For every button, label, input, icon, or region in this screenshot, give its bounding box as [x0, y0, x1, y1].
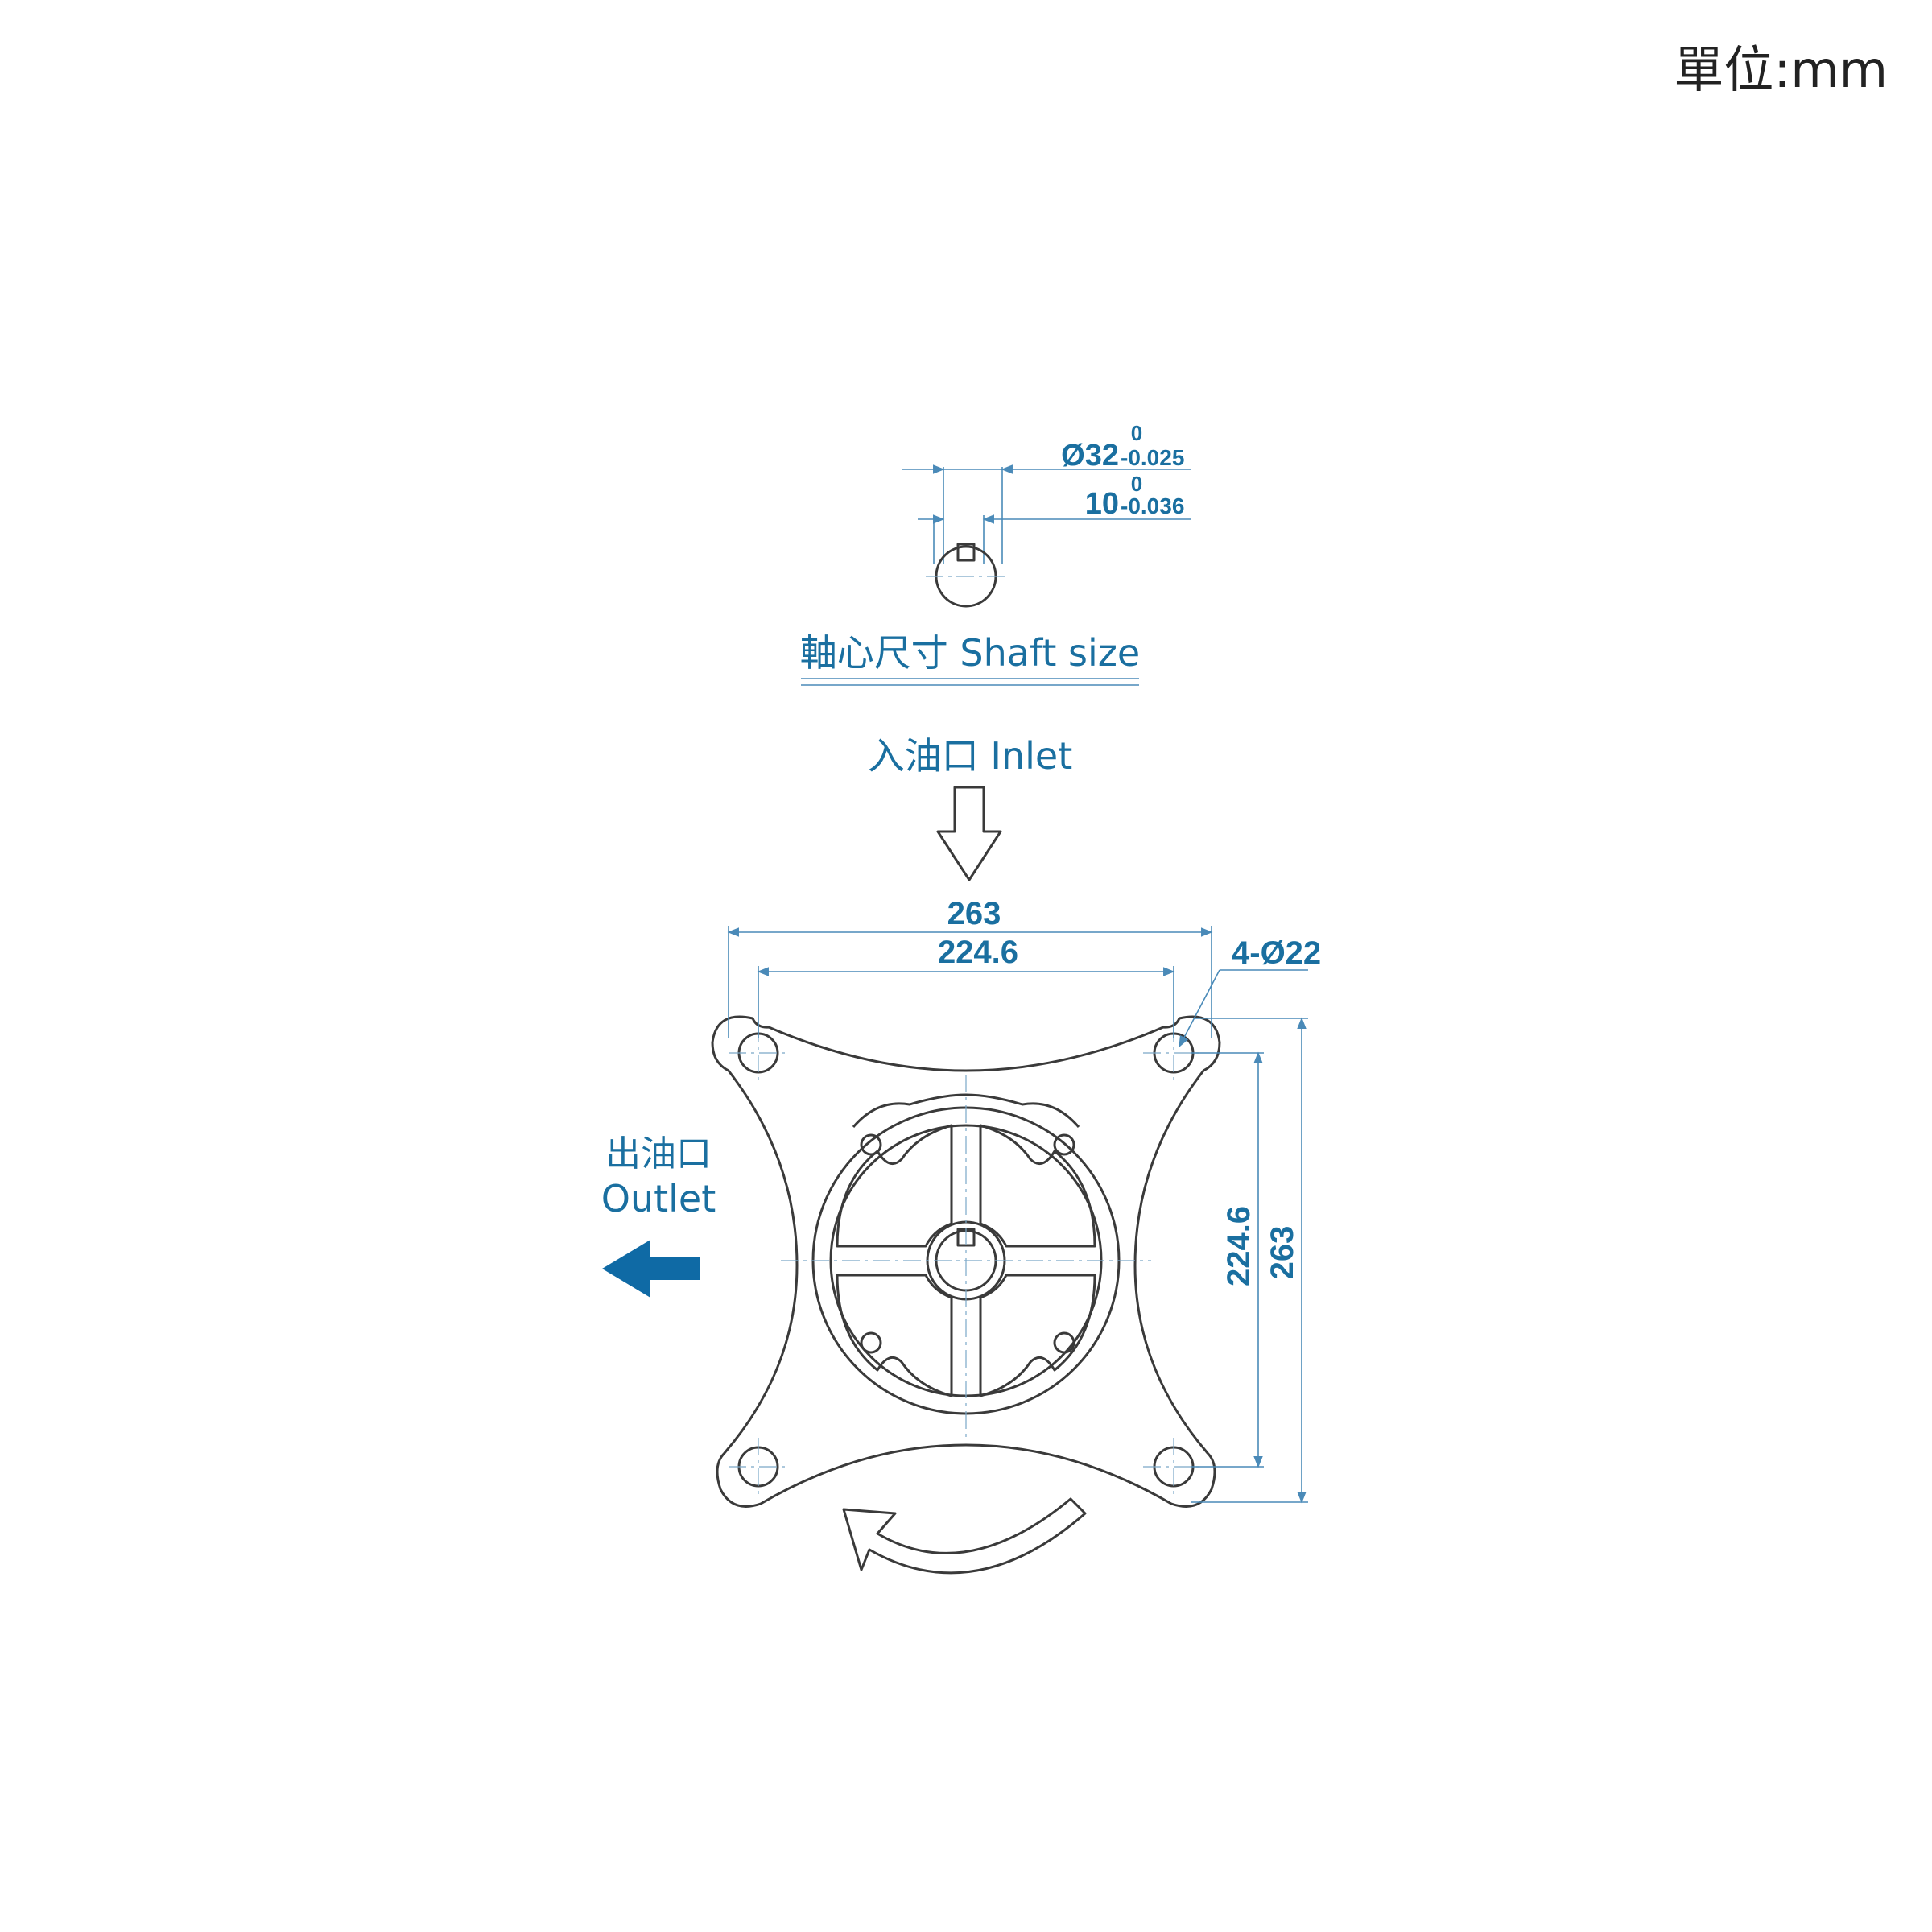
flange-outline	[711, 1015, 1221, 1508]
arrow-down-outline-icon	[936, 786, 1002, 881]
pocket-top-left	[836, 1124, 953, 1248]
inlet-label: 入油口 Inlet	[868, 734, 1072, 778]
bolt-hole-tl	[860, 1133, 882, 1156]
shaft-caption: 軸心尺寸 Shaft size	[800, 631, 1140, 675]
shaft-key	[956, 543, 976, 562]
pocket-bottom-left	[836, 1274, 953, 1397]
dim-2246-horizontal: 224.6	[938, 935, 1018, 970]
pocket-bottom-right	[979, 1274, 1096, 1397]
shaft-diameter-text: Ø32	[1061, 439, 1119, 473]
dim-263-horizontal: 263	[947, 896, 1001, 931]
outlet-label-zh: 出油口	[605, 1133, 712, 1174]
shaft-detail: Ø32 0 -0.025 10 0 -0.036 軸心尺寸 Shaft size	[800, 421, 1191, 686]
pocket-top-right	[979, 1124, 1096, 1248]
vertical-dimensions: 224.6 263	[1191, 1017, 1308, 1504]
dim-2246-vertical: 224.6	[1221, 1206, 1257, 1286]
key-width-lower: -0.036	[1121, 493, 1184, 518]
key-width-upper: 0	[1131, 472, 1142, 496]
shaft-diameter-lower: -0.025	[1121, 445, 1184, 470]
bolt-hole-tr	[1053, 1133, 1075, 1156]
dim-263-vertical: 263	[1265, 1226, 1300, 1280]
shaft-diameter-upper: 0	[1131, 421, 1142, 445]
flange-view	[711, 1015, 1221, 1508]
unit-label: 單位:mm	[1674, 40, 1888, 99]
horizontal-dimensions: 263 224.6 4-Ø22	[727, 896, 1321, 1048]
key-width-text: 10	[1085, 487, 1119, 521]
curved-arrow-icon	[842, 1497, 1087, 1575]
outlet-label-en: Outlet	[601, 1177, 716, 1220]
arrow-left-solid-icon	[602, 1240, 700, 1298]
bolt-hole-br	[1053, 1331, 1075, 1354]
bolt-hole-bl	[860, 1331, 882, 1354]
housing-top-lug	[852, 1093, 1080, 1128]
hole-leader	[1179, 969, 1220, 1048]
dim-holes: 4-Ø22	[1232, 935, 1321, 971]
